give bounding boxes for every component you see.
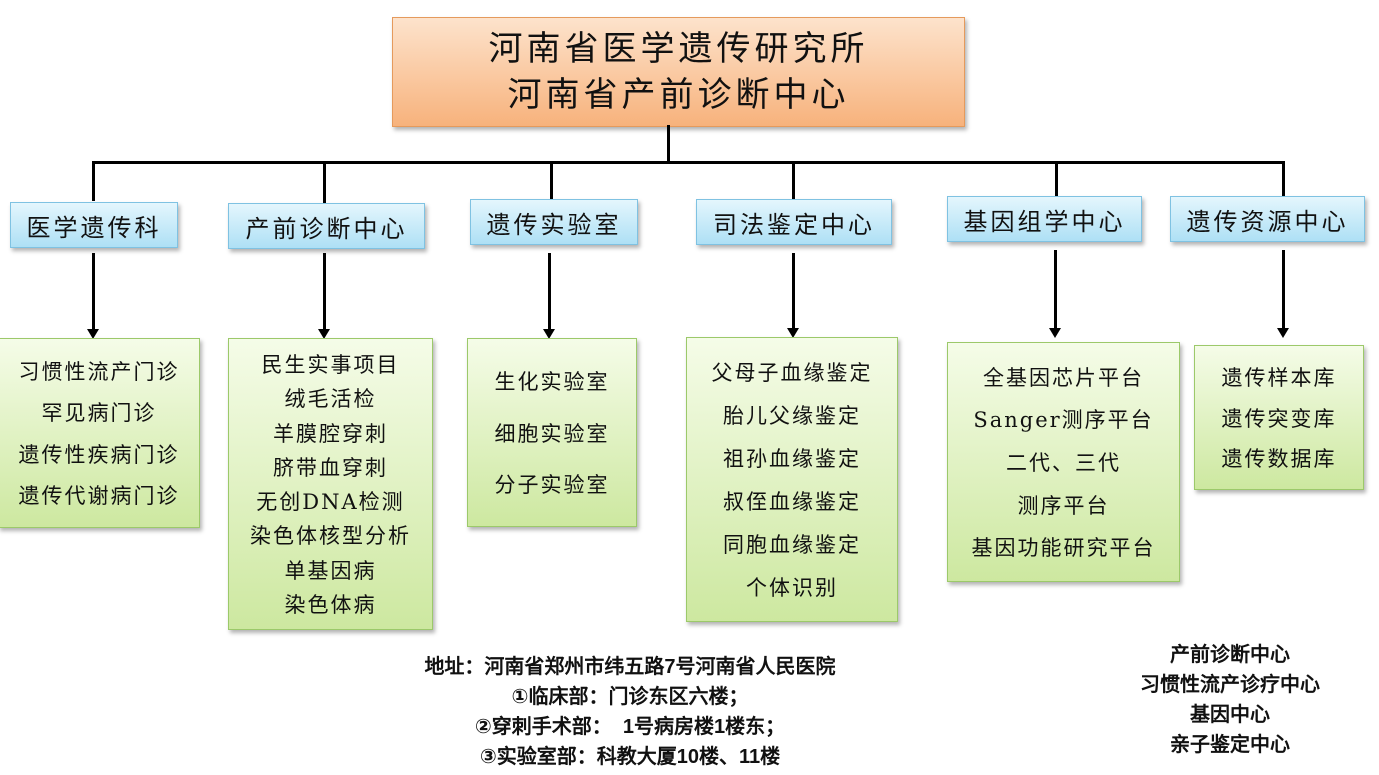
list-item: 遗传代谢病门诊	[18, 483, 180, 508]
list-item: 习惯性流产门诊	[18, 360, 180, 385]
list-item: 单基因病	[284, 558, 377, 583]
list-item: 个体识别	[746, 576, 838, 600]
dept-genomics: 基因组学中心	[947, 196, 1142, 242]
list-item: 遗传样本库	[1221, 366, 1337, 391]
list-item: 基因功能研究平台	[971, 536, 1156, 561]
connector-horizontal	[92, 161, 1285, 164]
list-item: 祖孙血缘鉴定	[723, 447, 861, 471]
list-item: 绒毛活检	[284, 387, 377, 412]
arrow-down-icon	[787, 253, 799, 338]
root-title-line1: 河南省医学遗传研究所	[488, 29, 869, 69]
root-box: 河南省医学遗传研究所 河南省产前诊断中心	[392, 17, 965, 127]
list-item: 遗传性疾病门诊	[18, 442, 180, 467]
connector-drop	[792, 161, 795, 199]
list-item: 染色体病	[284, 592, 377, 617]
list-item: 民生实事项目	[261, 353, 400, 378]
dept-label: 司法鉴定中心	[713, 210, 875, 239]
connector-drop	[550, 161, 553, 199]
dept-label: 遗传实验室	[486, 210, 622, 239]
address-line: ①临床部：门诊东区六楼；	[511, 686, 749, 708]
list-item: 父母子血缘鉴定	[711, 361, 873, 385]
center-item: 亲子鉴定中心	[1170, 734, 1290, 756]
connector-root	[667, 125, 670, 163]
arrow-down-icon	[87, 253, 99, 339]
list-item: 生化实验室	[494, 370, 610, 395]
arrow-down-icon	[543, 253, 555, 339]
center-item: 产前诊断中心	[1170, 644, 1290, 666]
dept-prenatal-diagnosis: 产前诊断中心	[228, 203, 425, 249]
list-item: 二代、三代	[1006, 450, 1121, 475]
sub-list-genetic-resources: 遗传样本库 遗传突变库 遗传数据库	[1194, 345, 1364, 490]
list-item: 测序平台	[1017, 493, 1110, 518]
root-title-line2: 河南省产前诊断中心	[507, 75, 850, 115]
arrow-down-icon	[1277, 250, 1289, 338]
list-item: 羊膜腔穿刺	[273, 421, 388, 446]
connector-drop	[323, 161, 326, 203]
address-line: ③实验室部：科教大厦10楼、11楼	[479, 746, 781, 768]
connector-drop	[92, 161, 95, 201]
dept-forensic: 司法鉴定中心	[696, 199, 892, 245]
center-item: 习惯性流产诊疗中心	[1140, 674, 1320, 696]
list-item: 细胞实验室	[494, 421, 610, 446]
list-item: 染色体核型分析	[250, 524, 411, 549]
sub-list-forensic: 父母子血缘鉴定 胎儿父缘鉴定 祖孙血缘鉴定 叔侄血缘鉴定 同胞血缘鉴定 个体识别	[686, 337, 898, 622]
dept-label: 基因组学中心	[963, 207, 1126, 236]
dept-genetics-lab: 遗传实验室	[470, 199, 638, 245]
arrow-down-icon	[318, 253, 330, 339]
connector-drop	[1282, 161, 1285, 196]
dept-genetic-resources: 遗传资源中心	[1170, 196, 1365, 242]
sub-list-genetics-lab: 生化实验室 细胞实验室 分子实验室	[467, 338, 637, 527]
list-item: 分子实验室	[494, 472, 610, 497]
list-item: 无创DNA检测	[256, 490, 405, 515]
sub-list-prenatal-diagnosis: 民生实事项目 绒毛活检 羊膜腔穿刺 脐带血穿刺 无创DNA检测 染色体核型分析 …	[228, 338, 433, 630]
list-item: 罕见病门诊	[41, 401, 157, 426]
list-item: 胎儿父缘鉴定	[723, 404, 861, 428]
connector-drop	[1055, 161, 1058, 196]
dept-label: 医学遗传科	[26, 213, 162, 242]
dept-label: 产前诊断中心	[245, 214, 408, 243]
centers-list: 产前诊断中心 习惯性流产诊疗中心 基因中心 亲子鉴定中心	[1100, 640, 1360, 760]
list-item: 遗传数据库	[1221, 446, 1337, 471]
list-item: 全基因芯片平台	[983, 365, 1144, 390]
list-item: 同胞血缘鉴定	[723, 533, 861, 557]
arrow-down-icon	[1049, 250, 1061, 338]
address-line: ②穿刺手术部： 1号病房楼1楼东；	[474, 716, 786, 738]
sub-list-genomics: 全基因芯片平台 Sanger测序平台 二代、三代 测序平台 基因功能研究平台	[947, 342, 1180, 582]
dept-label: 遗传资源中心	[1186, 207, 1349, 236]
sub-list-medical-genetics: 习惯性流产门诊 罕见病门诊 遗传性疾病门诊 遗传代谢病门诊	[0, 338, 200, 528]
list-item: 叔侄血缘鉴定	[723, 490, 861, 514]
list-item: 脐带血穿刺	[273, 455, 388, 480]
center-item: 基因中心	[1190, 704, 1270, 726]
dept-medical-genetics: 医学遗传科	[10, 202, 178, 248]
list-item: Sanger测序平台	[973, 408, 1154, 433]
list-item: 遗传突变库	[1221, 406, 1337, 431]
address-block: 地址：河南省郑州市纬五路7号河南省人民医院 ①临床部：门诊东区六楼； ②穿刺手术…	[350, 652, 910, 772]
address-line: 地址：河南省郑州市纬五路7号河南省人民医院	[424, 656, 836, 678]
